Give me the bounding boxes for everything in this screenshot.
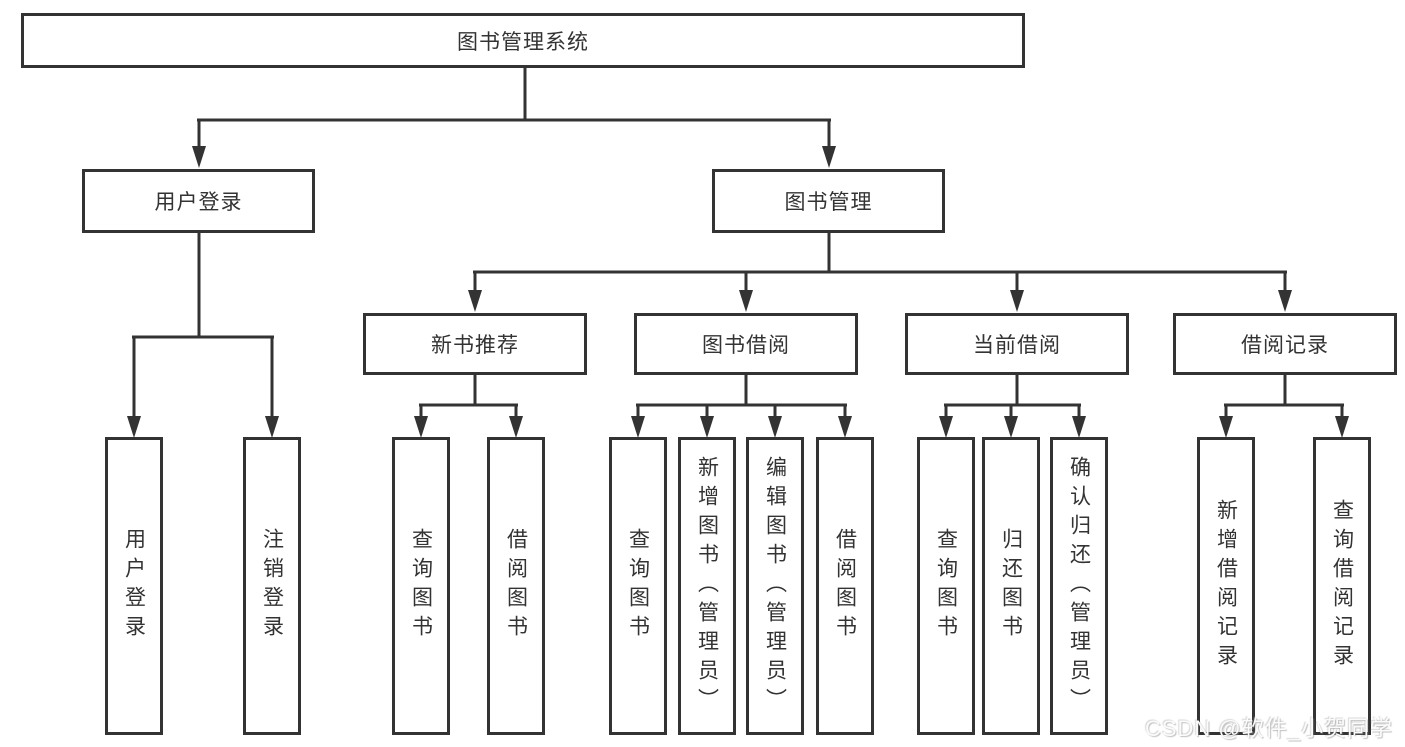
leaf-query-books-borrow: 查询图书 bbox=[609, 437, 667, 735]
node-book-management: 图书管理 bbox=[712, 169, 945, 233]
leaf-add-book-admin: 新增图书（管理员） bbox=[678, 437, 736, 735]
leaf-add-borrow-record: 新增借阅记录 bbox=[1197, 437, 1255, 735]
node-label: 用户登录 bbox=[154, 191, 243, 214]
arrowheads bbox=[127, 146, 1349, 438]
node-library-management-system: 图书管理系统 bbox=[21, 13, 1025, 68]
leaf-user-login: 用户登录 bbox=[105, 437, 163, 735]
leaf-query-borrow-record: 查询借阅记录 bbox=[1313, 437, 1371, 735]
node-new-book-recommend: 新书推荐 bbox=[363, 313, 587, 375]
node-borrow-records: 借阅记录 bbox=[1173, 313, 1397, 375]
node-label: 注销登录 bbox=[260, 528, 284, 644]
node-label: 归还图书 bbox=[999, 528, 1023, 644]
node-label: 查询图书 bbox=[409, 528, 433, 644]
leaf-query-books-current: 查询图书 bbox=[917, 437, 975, 735]
watermark: CSDN @软件_小贺同学 bbox=[1144, 716, 1393, 741]
node-label: 借阅记录 bbox=[1241, 334, 1329, 357]
leaf-return-books: 归还图书 bbox=[982, 437, 1040, 735]
leaf-borrow-books-recommend: 借阅图书 bbox=[487, 437, 545, 735]
node-label: 编辑图书（管理员） bbox=[763, 455, 787, 717]
node-label: 图书借阅 bbox=[702, 334, 790, 357]
node-label: 借阅图书 bbox=[504, 528, 528, 644]
leaf-query-books-recommend: 查询图书 bbox=[392, 437, 450, 735]
node-label: 图书管理 bbox=[784, 191, 873, 214]
node-label: 确认归还（管理员） bbox=[1067, 455, 1091, 717]
leaf-edit-book-admin: 编辑图书（管理员） bbox=[746, 437, 804, 735]
node-label: 新增图书（管理员） bbox=[695, 455, 719, 717]
node-current-borrow: 当前借阅 bbox=[905, 313, 1129, 375]
node-label: 新增借阅记录 bbox=[1214, 499, 1238, 673]
leaf-logout: 注销登录 bbox=[243, 437, 301, 735]
node-label: 当前借阅 bbox=[973, 334, 1061, 357]
node-label: 查询图书 bbox=[626, 528, 650, 644]
node-book-borrow: 图书借阅 bbox=[634, 313, 858, 375]
node-label: 用户登录 bbox=[122, 528, 146, 644]
node-label: 借阅图书 bbox=[833, 528, 857, 644]
leaf-confirm-return-admin: 确认归还（管理员） bbox=[1050, 437, 1108, 735]
node-user-login: 用户登录 bbox=[82, 169, 315, 233]
node-label: 新书推荐 bbox=[431, 334, 519, 357]
leaf-borrow-books: 借阅图书 bbox=[816, 437, 874, 735]
node-label: 查询借阅记录 bbox=[1330, 499, 1354, 673]
node-label: 查询图书 bbox=[934, 528, 958, 644]
node-label: 图书管理系统 bbox=[457, 30, 589, 54]
